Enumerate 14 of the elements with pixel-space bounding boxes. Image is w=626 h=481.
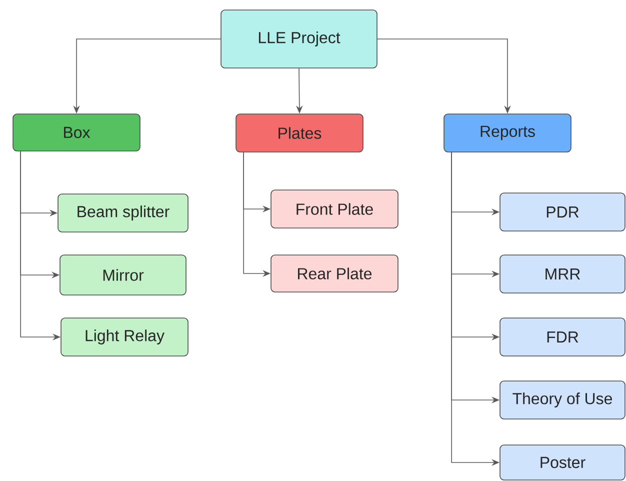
item-box: FDR	[500, 318, 626, 356]
root-box: LLE Project	[220, 10, 378, 68]
item-box: MRR	[500, 254, 626, 294]
item-box: Theory of Use	[500, 380, 626, 420]
item-box: Rear Plate	[270, 254, 398, 292]
item-box: Mirror	[60, 254, 186, 296]
item-box: Light Relay	[60, 318, 188, 356]
item-box: PDR	[500, 192, 626, 232]
category-box: Plates	[236, 114, 364, 152]
category-box: Box	[12, 114, 140, 152]
item-box: Beam splitter	[58, 194, 188, 232]
item-box: Poster	[500, 444, 626, 480]
category-box: Reports	[444, 114, 572, 152]
item-box: Front Plate	[270, 190, 398, 228]
